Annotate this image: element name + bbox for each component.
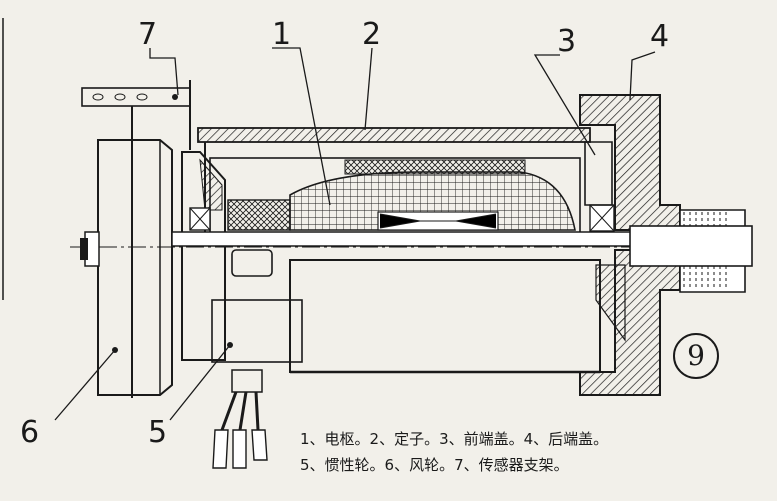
commutator bbox=[189, 199, 291, 277]
sensor-bracket bbox=[81, 80, 191, 398]
wire-connector bbox=[212, 369, 268, 469]
front-bearing bbox=[589, 204, 615, 232]
callout-7: 7 bbox=[138, 17, 158, 52]
front-end-cover bbox=[584, 141, 613, 206]
legend-line-1: 1、电枢。2、定子。3、前端盖。4、后端盖。 bbox=[300, 430, 609, 448]
armature bbox=[289, 171, 576, 231]
callout-1: 1 bbox=[272, 17, 292, 52]
leader-lines bbox=[54, 47, 656, 421]
callout-3: 3 bbox=[557, 24, 577, 59]
inertia-wheel bbox=[181, 151, 303, 363]
callout-2: 2 bbox=[362, 17, 382, 52]
fan-wheel bbox=[80, 139, 173, 396]
callout-6: 6 bbox=[20, 415, 40, 450]
callout-5: 5 bbox=[148, 415, 168, 450]
figure-number-badge: 9 bbox=[673, 333, 719, 379]
callout-4: 4 bbox=[650, 19, 670, 54]
motor-housing bbox=[197, 127, 601, 374]
legend-line-2: 5、惯性轮。6、风轮。7、传感器支架。 bbox=[300, 456, 569, 474]
rear-end-cover bbox=[579, 94, 753, 396]
motor-shaft bbox=[171, 231, 643, 247]
